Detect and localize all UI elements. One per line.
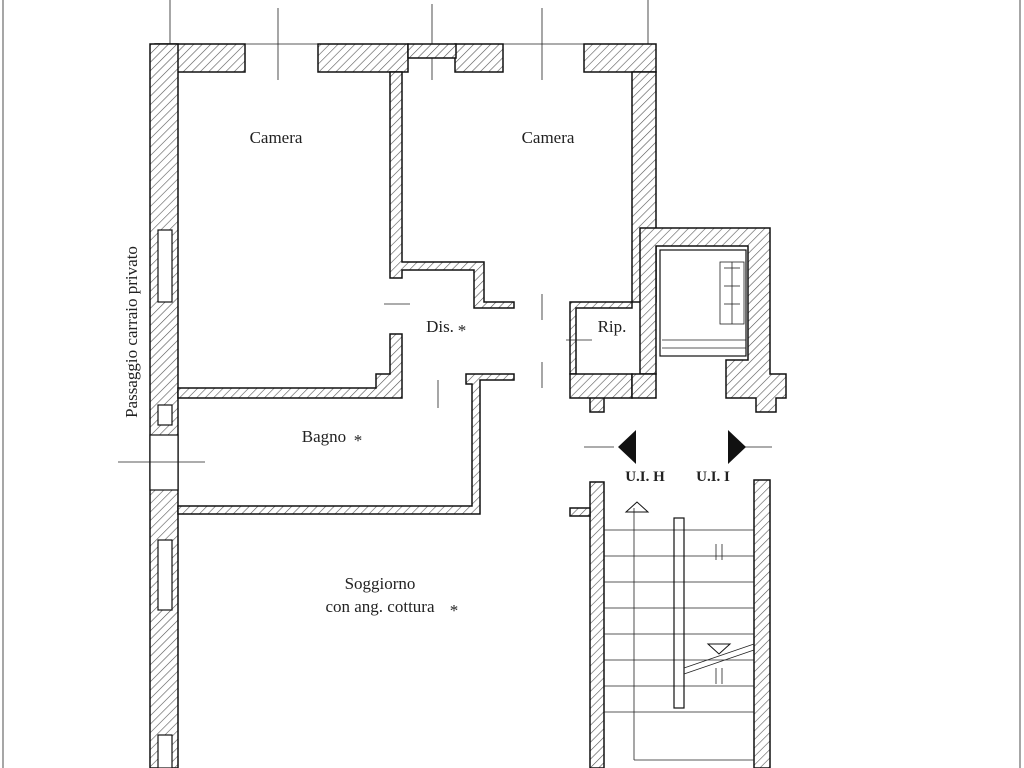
marker-bagno: *: [354, 431, 363, 450]
interior-walls: [177, 71, 787, 768]
side-label-passaggio: Passaggio carraio privato: [122, 246, 141, 418]
stair-down-arrow-icon: [706, 643, 732, 655]
room-label-disimpegno: Dis.: [426, 317, 454, 336]
marker-soggiorno: *: [450, 601, 459, 620]
staircase: [604, 501, 755, 761]
lift-car: [659, 249, 747, 357]
unit-h-arrow-icon: [618, 430, 636, 464]
marker-disimpegno: *: [458, 321, 467, 340]
exterior-walls: [149, 43, 657, 768]
room-label-soggiorno: Soggiorno: [345, 574, 416, 593]
unit-label-h: U.I. H: [625, 469, 665, 485]
room-label-ripostiglio: Rip.: [598, 317, 627, 336]
stair-up-arrow-icon: [624, 501, 650, 513]
room-label-camera-left: Camera: [250, 128, 303, 147]
unit-label-i: U.I. I: [696, 469, 730, 485]
room-label-camera-right: Camera: [522, 128, 575, 147]
room-label-bagno: Bagno: [302, 427, 346, 446]
unit-i-arrow-icon: [728, 430, 746, 464]
room-label-soggiorno-sub: con ang. cottura: [325, 597, 434, 616]
left-windows: [118, 229, 205, 768]
door-marks: [384, 294, 772, 448]
